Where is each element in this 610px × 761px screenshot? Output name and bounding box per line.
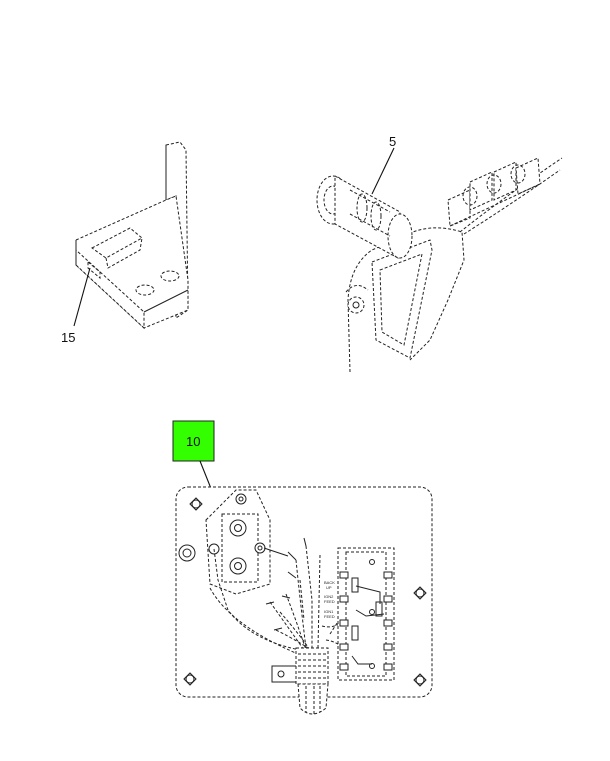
- terminal-label-backup-a: BACK: [324, 580, 335, 585]
- mounting-hole-icon: [413, 586, 427, 600]
- callout-15[interactable]: 15: [61, 330, 75, 345]
- leader-15: [73, 267, 91, 327]
- terminal-label-ign2-b: FEED: [324, 599, 335, 604]
- mounting-hole-icon: [183, 672, 197, 686]
- terminal-strip: [339, 559, 393, 671]
- mounting-hole-icon: [189, 497, 203, 511]
- terminal-label-ign2-a: IGN2: [324, 594, 334, 599]
- callout-10-highlight[interactable]: [172, 420, 215, 462]
- bracket-part[interactable]: [75, 141, 189, 330]
- terminal-label-ign1-b: FEED: [324, 614, 335, 619]
- mounting-hole-icon: [413, 673, 427, 687]
- terminal-label-ign1-a: IGN1: [324, 609, 334, 614]
- callout-5[interactable]: 5: [389, 134, 396, 149]
- callout-10[interactable]: 10: [186, 434, 200, 449]
- terminal-label-backup-b: UP: [326, 585, 332, 590]
- panel-assembly-part[interactable]: BACK UP IGN2 FEED IGN1 FEED: [175, 486, 433, 716]
- leader-5: [371, 147, 395, 195]
- shaft-assembly-part[interactable]: [316, 157, 563, 373]
